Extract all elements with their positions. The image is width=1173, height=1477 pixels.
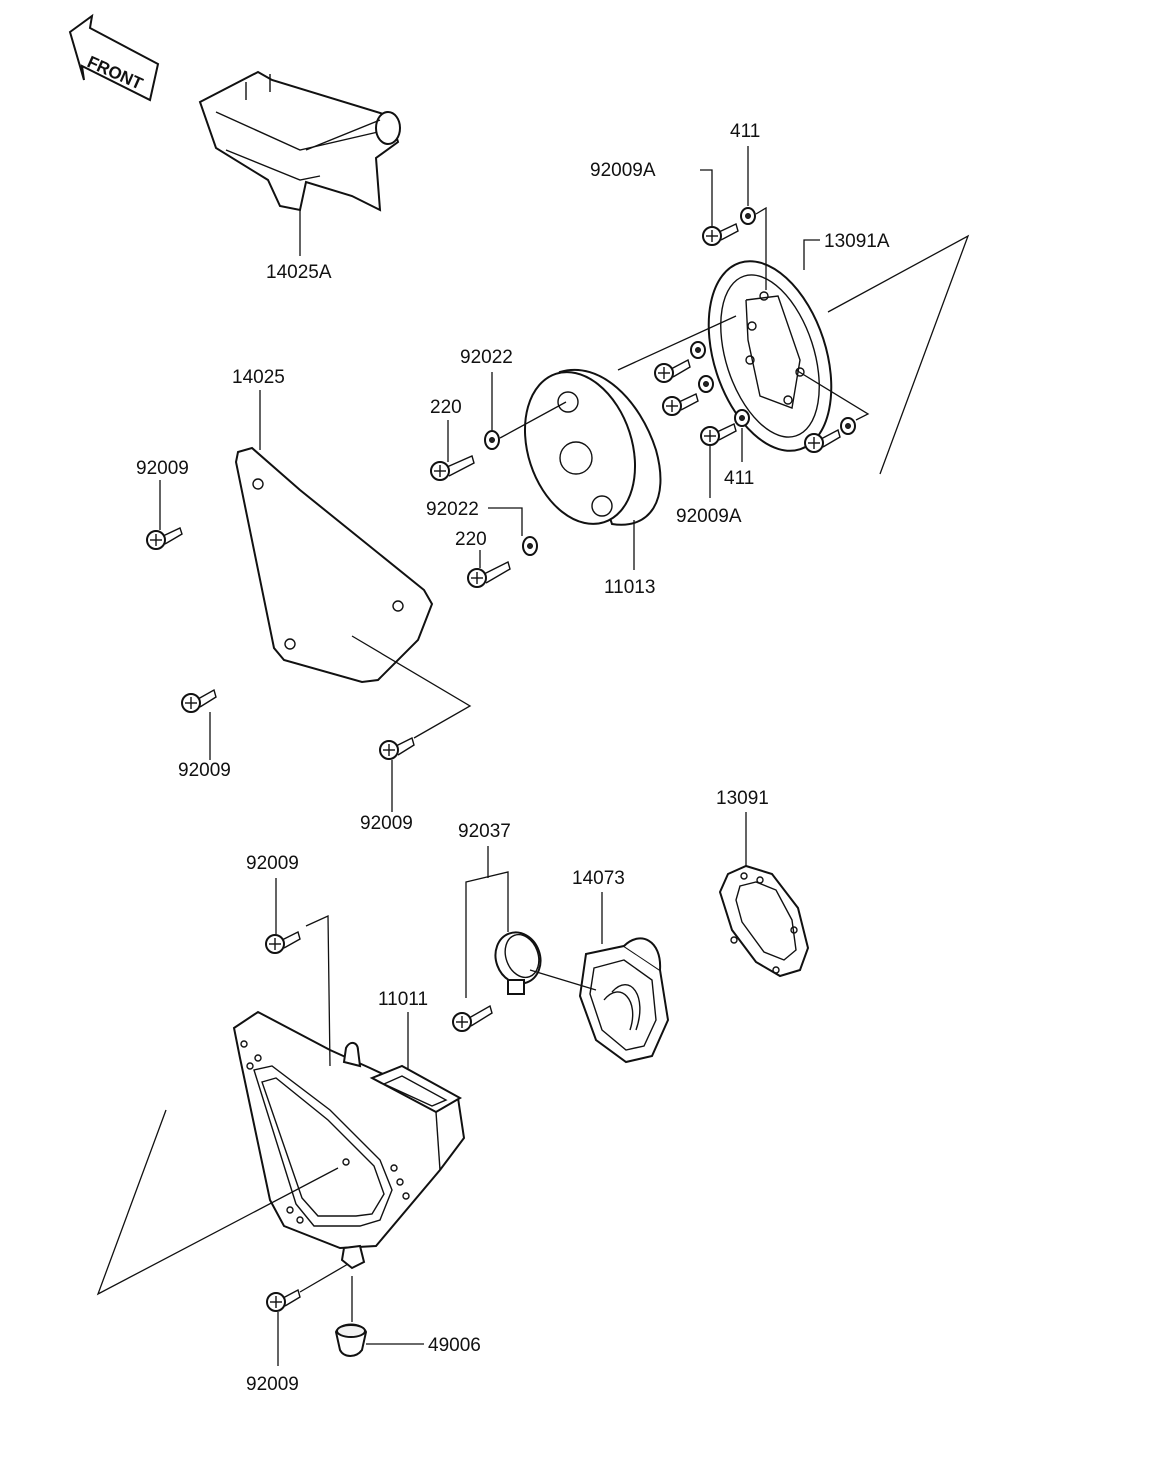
label-92009-e: 92009: [246, 1374, 299, 1395]
label-11013: 11013: [604, 577, 655, 598]
screw-92009-a: [146, 527, 183, 550]
screw-92009-e: [266, 1288, 301, 1312]
label-49006: 49006: [428, 1335, 481, 1356]
part-13091A-holder-plate: [707, 260, 833, 452]
label-92009A-bottom: 92009A: [676, 506, 742, 527]
washer-411-bottom-hole: [739, 415, 745, 421]
assembly-line-92009-d: [305, 914, 331, 1067]
label-92009-b: 92009: [178, 760, 231, 781]
assembly-axis-lower: [96, 1109, 339, 1296]
leader-92009-c-pointer: [351, 635, 472, 739]
washer-411-top-hole: [745, 213, 751, 219]
leader-92037-bracket: [465, 871, 509, 998]
assembly-line-right-screw: [795, 369, 870, 421]
leader-92009A-top: [700, 169, 713, 226]
front-arrow-icon: FRONT: [68, 13, 160, 102]
assembly-line-411-top: [755, 206, 767, 290]
screw-92009-b: [181, 688, 217, 713]
label-220-bottom: 220: [455, 529, 487, 550]
part-11011-housing: [232, 1010, 466, 1270]
part-14073-inlet-duct: [578, 937, 670, 1064]
label-411-bottom: 411: [724, 468, 754, 489]
screw-92009-c: [379, 736, 415, 760]
screw-92009-d: [265, 930, 301, 954]
label-92009A-top: 92009A: [590, 160, 656, 181]
screw-middle-2: [662, 393, 699, 416]
assembly-line-element-holder: [617, 315, 737, 371]
label-92037: 92037: [458, 821, 511, 842]
washer-right-hole: [845, 423, 851, 429]
part-13091-gasket: [718, 864, 810, 978]
part-14025A-bracket: [198, 70, 401, 212]
washer-92022-top-hole: [489, 437, 495, 443]
label-14025: 14025: [232, 367, 285, 388]
screw-right: [804, 428, 841, 453]
label-411-top: 411: [730, 121, 760, 142]
label-92009-d: 92009: [246, 853, 299, 874]
screw-92009A-top: [702, 223, 739, 246]
screw-92009A-bottom: [700, 423, 737, 446]
label-13091: 13091: [716, 788, 769, 809]
label-220-top: 220: [430, 397, 462, 418]
label-92009-a: 92009: [136, 458, 189, 479]
washer-middle-2-hole: [703, 381, 709, 387]
part-14025-side-cover: [234, 446, 434, 684]
label-14025A: 14025A: [266, 262, 332, 283]
label-14073: 14073: [572, 868, 625, 889]
washer-middle-1-hole: [695, 347, 701, 353]
leader-92022-bottom: [488, 507, 523, 536]
screw-clamp: [452, 1004, 493, 1032]
assembly-line-92009-e: [299, 1263, 349, 1293]
part-49006-grommet: [334, 1323, 368, 1357]
assembly-axis-upper: [827, 234, 970, 475]
label-11011: 11011: [378, 989, 428, 1010]
label-92022-top: 92022: [460, 347, 513, 368]
leader-13091A: [803, 239, 820, 270]
label-92022-bottom: 92022: [426, 499, 479, 520]
washer-92022-bottom-hole: [527, 543, 533, 549]
screw-middle-1: [654, 358, 691, 383]
label-92009-c: 92009: [360, 813, 413, 834]
label-13091A: 13091A: [824, 231, 890, 252]
screw-220-bottom: [467, 560, 511, 588]
part-92037-clamp: [494, 931, 542, 995]
part-11013-filter-element: [523, 369, 662, 526]
assembly-line-upper: [499, 401, 567, 439]
screw-220-top: [430, 455, 475, 481]
assembly-line-clamp-duct: [529, 969, 597, 991]
